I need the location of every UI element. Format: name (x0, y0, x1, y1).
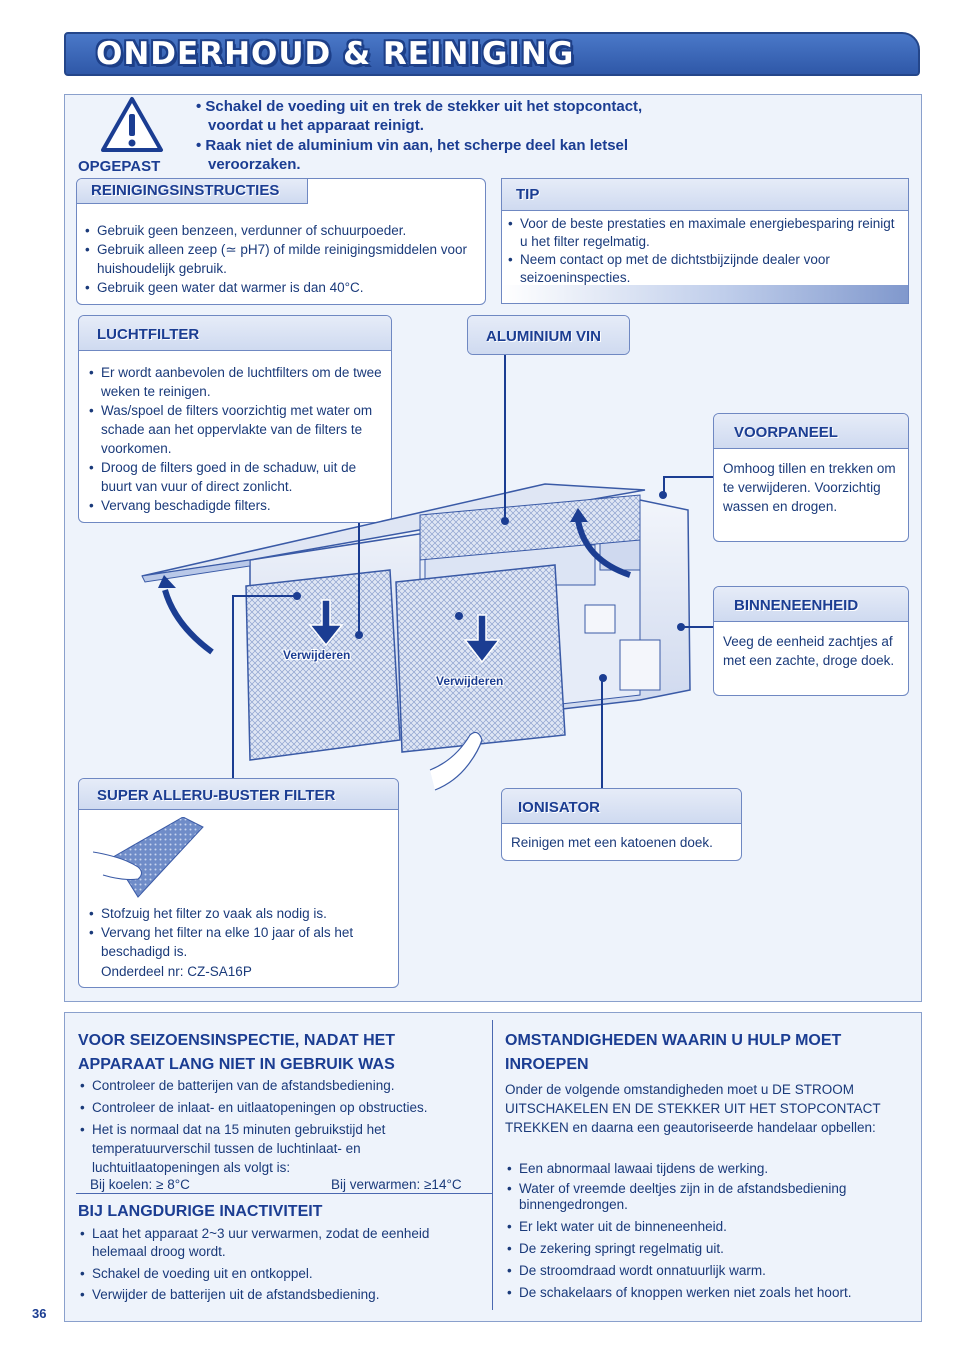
list-item: Laat het apparaat 2~3 uur verwarmen, zod… (78, 1225, 486, 1261)
tip-title: TIP (516, 186, 540, 203)
list-item: Een abnormaal lawaai tijdens de werking. (505, 1159, 905, 1178)
list-item: Er lekt water uit de binneneenheid. (505, 1217, 905, 1236)
seasonal-title-2: APPARAAT LANG NIET IN GEBRUIK WAS (78, 1056, 395, 1073)
binneneenheid-title: BINNENEENHEID (734, 597, 859, 614)
help-title-1: OMSTANDIGHEDEN WAARIN U HULP MOET (505, 1032, 842, 1049)
help-intro: Onder de volgende omstandigheden moet u … (505, 1082, 881, 1135)
heating-temp: Bij verwarmen: ≥14°C (331, 1177, 462, 1192)
ionisator-text: Reinigen met een katoenen doek. (511, 835, 713, 850)
list-item: Voor de beste prestaties en maximale ene… (506, 215, 902, 251)
ionisator-title: IONISATOR (518, 799, 600, 816)
list-item: Was/spoel de filters voorzichtig met wat… (87, 401, 385, 458)
list-item: De schakelaars of knoppen werken niet zo… (505, 1283, 905, 1302)
list-item: Gebruik geen water dat warmer is dan 40°… (83, 278, 481, 297)
superfilter-part: Onderdeel nr: CZ-SA16P (101, 964, 252, 979)
callout-line (601, 678, 603, 790)
inactivity-list: Laat het apparaat 2~3 uur verwarmen, zod… (78, 1225, 486, 1304)
callout-line (663, 476, 713, 478)
list-item: Neem contact op met de dichtstbijzijnde … (506, 251, 902, 287)
help-title-2: INROEPEN (505, 1056, 589, 1073)
section-divider (76, 1193, 492, 1194)
warning-line-3: • Raak niet de aluminium vin aan, het sc… (196, 137, 629, 154)
superfilter-list: Stofzuig het filter zo vaak als nodig is… (87, 904, 392, 961)
cleaning-title: REINIGINGSINSTRUCTIES (91, 182, 280, 199)
ionisator-box: IONISATOR Reinigen met een katoenen doek… (501, 788, 742, 861)
list-item: Schakel de voeding uit en ontkoppel. (78, 1264, 486, 1283)
list-item: De zekering springt regelmatig uit. (505, 1239, 905, 1258)
list-item: Stofzuig het filter zo vaak als nodig is… (87, 904, 392, 923)
list-item: Vervang het filter na elke 10 jaar of al… (87, 923, 392, 961)
seasonal-title-1: VOOR SEIZOENSINSPECTIE, NADAT HET (78, 1032, 396, 1049)
tip-list: Voor de beste prestaties en maximale ene… (506, 215, 902, 287)
list-item: Gebruik alleen zeep (≃ pH7) of milde rei… (83, 240, 481, 278)
warning-line-1: • Schakel de voeding uit en trek de stek… (196, 98, 643, 115)
remove-label-right: Verwijderen (436, 674, 504, 688)
warning-label: OPGEPAST (78, 158, 161, 175)
callout-line (663, 476, 665, 495)
list-item: Het is normaal dat na 15 minuten gebruik… (78, 1120, 486, 1177)
column-divider (492, 1020, 493, 1310)
seasonal-list: Controleer de batterijen van de afstands… (78, 1076, 486, 1177)
list-item: Droog de filters goed in de schaduw, uit… (87, 458, 385, 496)
list-item: Controleer de batterijen van de afstands… (78, 1076, 486, 1095)
tip-box: TIP Voor de beste prestaties en maximale… (501, 178, 909, 304)
aluminium-box: ALUMINIUM VIN (467, 315, 630, 355)
list-item: Er wordt aanbevolen de luchtfilters om d… (87, 363, 385, 401)
list-item: De stroomdraad wordt onnatuurlijk warm. (505, 1261, 905, 1280)
binneneenheid-box: BINNENEENHEID Veeg de eenheid zachtjes a… (713, 586, 909, 696)
callout-line (681, 626, 713, 628)
list-item: Gebruik geen benzeen, verdunner of schuu… (83, 221, 481, 240)
list-item: Vervang beschadigde filters. (87, 496, 385, 515)
superfilter-title: SUPER ALLERU-BUSTER FILTER (97, 787, 336, 804)
luchtfilter-box: LUCHTFILTER Er wordt aanbevolen de lucht… (78, 315, 392, 523)
binneneenheid-text: Veeg de eenheid zachtjes af met een zach… (723, 634, 895, 668)
title-bar (64, 32, 920, 76)
callout-line (232, 595, 297, 597)
callout-line (232, 595, 234, 778)
warning-line-2: voordat u het apparaat reinigt. (208, 117, 424, 134)
superfilter-box: SUPER ALLERU-BUSTER FILTER Stofzuig het … (78, 778, 399, 988)
page-number: 36 (32, 1306, 47, 1321)
voorpaneel-text: Omhoog tillen en trekken om te verwijder… (723, 461, 896, 514)
filter-hand-illustration (93, 817, 204, 898)
cooling-temp: Bij koelen: ≥ 8°C (90, 1177, 190, 1192)
voorpaneel-title: VOORPANEEL (734, 424, 838, 441)
warning-icon (101, 97, 163, 152)
callout-line (358, 523, 360, 635)
luchtfilter-title: LUCHTFILTER (97, 326, 200, 343)
list-item: Verwijder de batterijen uit de afstandsb… (78, 1285, 486, 1304)
help-list: Een abnormaal lawaai tijdens de werking.… (505, 1159, 905, 1302)
page-title: ONDERHOUD & REINIGING (96, 36, 575, 72)
warning-line-4: veroorzaken. (208, 156, 301, 173)
list-item: Water of vreemde deeltjes zijn in de afs… (505, 1181, 905, 1213)
cleaning-box: REINIGINGSINSTRUCTIES Gebruik geen benze… (76, 178, 486, 305)
remove-label-left: Verwijderen (283, 648, 351, 662)
inactivity-title: BIJ LANGDURIGE INACTIVITEIT (78, 1203, 323, 1220)
voorpaneel-box: VOORPANEEL Omhoog tillen en trekken om t… (713, 413, 909, 542)
luchtfilter-list: Er wordt aanbevolen de luchtfilters om d… (87, 363, 385, 515)
cleaning-list: Gebruik geen benzeen, verdunner of schuu… (83, 221, 481, 297)
list-item: Controleer de inlaat- en uitlaatopeninge… (78, 1098, 486, 1117)
aircon-illustration (141, 483, 691, 791)
callout-line (504, 355, 506, 521)
aluminium-title: ALUMINIUM VIN (486, 328, 601, 345)
